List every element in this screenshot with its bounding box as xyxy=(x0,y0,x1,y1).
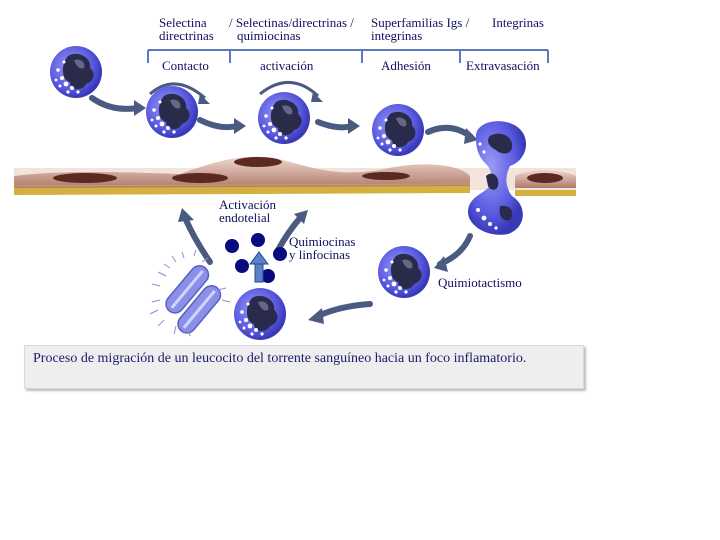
stage-label-activacion: activación xyxy=(260,58,314,73)
extravasating-cell xyxy=(468,121,527,235)
molecule-label-selectinas-quimiocinas: / Selectinas/directrinas / quimiocinas xyxy=(229,16,354,42)
molecule-label-integrinas: Integrinas xyxy=(492,16,544,29)
molecule-line1: / Selectinas/directrinas / xyxy=(229,15,354,30)
label-quimiocinas: Quimiocinas y linfocinas xyxy=(289,235,355,261)
molecule-line1: Integrinas xyxy=(492,15,544,30)
leukocyte-cell xyxy=(146,86,198,138)
stage-label-contacto: Contacto xyxy=(162,58,209,73)
leukocyte-cell xyxy=(234,288,286,340)
flow-arrows xyxy=(89,81,478,324)
leukocyte-cell xyxy=(378,246,430,298)
molecule-line1: Selectina xyxy=(159,15,207,30)
stage-label-extravasacion: Extravasación xyxy=(466,58,540,73)
molecule-line2: directrinas xyxy=(159,28,214,43)
stage-bracket xyxy=(147,49,549,63)
label-line2: y linfocinas xyxy=(289,247,351,262)
stage-label-adhesion: Adhesión xyxy=(381,58,431,73)
chemokine-dots xyxy=(225,233,287,283)
leukocyte-cell xyxy=(50,46,102,98)
molecule-line2: quimiocinas xyxy=(237,28,301,43)
bacteria-icon xyxy=(149,249,231,337)
molecule-line2: integrinas xyxy=(371,28,423,43)
endothelium xyxy=(13,156,576,196)
figure-caption: Proceso de migración de un leucocito del… xyxy=(24,345,584,389)
molecule-label-igs-integrinas: Superfamilias Igs / integrinas xyxy=(371,16,469,42)
up-arrow-icon xyxy=(249,251,269,283)
label-line1: Quimiocinas xyxy=(289,234,356,249)
label-line2: endotelial xyxy=(219,210,271,225)
leukocyte-cell xyxy=(258,92,310,144)
label-quimiotactismo: Quimiotactismo xyxy=(438,275,522,290)
leukocyte-cell xyxy=(372,104,424,156)
label-activacion-endotelial: Activación endotelial xyxy=(219,198,276,224)
label-line1: Activación xyxy=(219,197,277,212)
leukocyte-migration-diagram xyxy=(13,46,576,340)
molecule-label-selectina: Selectina directrinas xyxy=(159,16,214,42)
molecule-line1: Superfamilias Igs / xyxy=(371,15,470,30)
